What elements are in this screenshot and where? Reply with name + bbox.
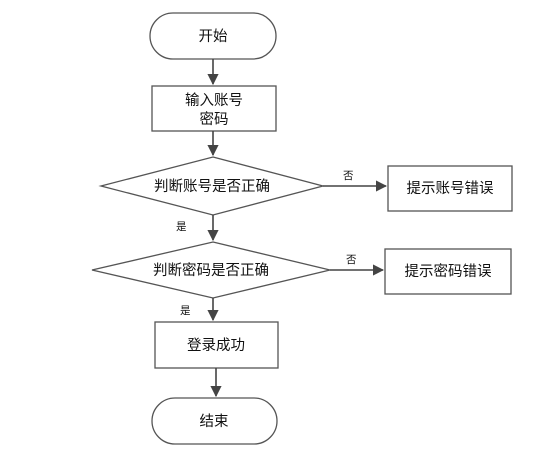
check-account-label: 判断账号是否正确	[154, 178, 270, 195]
check-password-decision: 判断密码是否正确	[91, 241, 331, 299]
account-error-label: 提示账号错误	[407, 180, 494, 197]
input-credentials-label-line1: 输入账号	[185, 92, 243, 109]
login-success-node: 登录成功	[154, 321, 279, 369]
input-credentials-label-line2: 密码	[200, 111, 229, 128]
password-error-label: 提示密码错误	[405, 263, 492, 280]
password-no-label: 否	[346, 254, 357, 266]
account-yes-label: 是	[176, 221, 187, 233]
check-account-decision: 判断账号是否正确	[98, 156, 326, 216]
password-error-node: 提示密码错误	[384, 248, 512, 295]
password-yes-label: 是	[180, 305, 191, 317]
account-no-label: 否	[343, 170, 354, 182]
end-node: 结束	[151, 397, 278, 445]
start-label: 开始	[199, 28, 228, 45]
input-credentials-node: 输入账号 密码	[151, 85, 277, 132]
start-node: 开始	[149, 12, 277, 60]
login-success-label: 登录成功	[187, 337, 245, 354]
check-password-label: 判断密码是否正确	[153, 262, 269, 279]
end-label: 结束	[200, 413, 229, 430]
account-error-node: 提示账号错误	[387, 165, 513, 212]
